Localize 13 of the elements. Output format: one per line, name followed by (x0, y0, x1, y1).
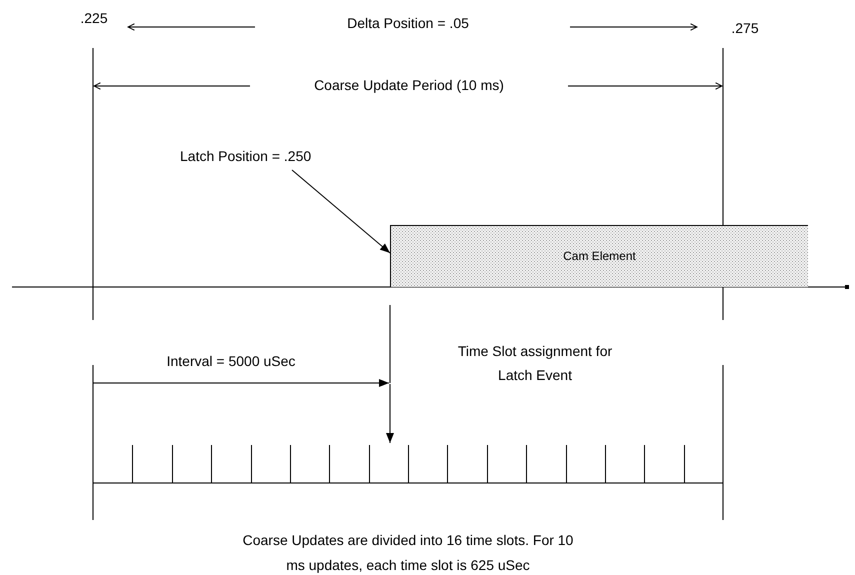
value-label: .275 (730, 20, 760, 37)
dimension-label: Delta Position = .05 (346, 15, 470, 32)
leader-line (292, 170, 390, 254)
value-label: .225 (79, 10, 109, 27)
dimension-label: Coarse Update Period (10 ms) (313, 77, 505, 94)
annotation-text: Time Slot assignment for Latch Event (456, 342, 614, 385)
arrow (386, 384, 394, 444)
dimension-label: Interval = 5000 uSec (166, 353, 296, 370)
callout-text: Latch Position = .250 (180, 146, 350, 166)
block-label: Cam Element (562, 249, 637, 264)
time-slot-bar (93, 443, 723, 484)
cam-element-block (390, 225, 808, 287)
caption-text: Coarse Updates are divided into 16 time slots. For 10 ms updates, each time slot is 625 uSec (242, 531, 574, 575)
